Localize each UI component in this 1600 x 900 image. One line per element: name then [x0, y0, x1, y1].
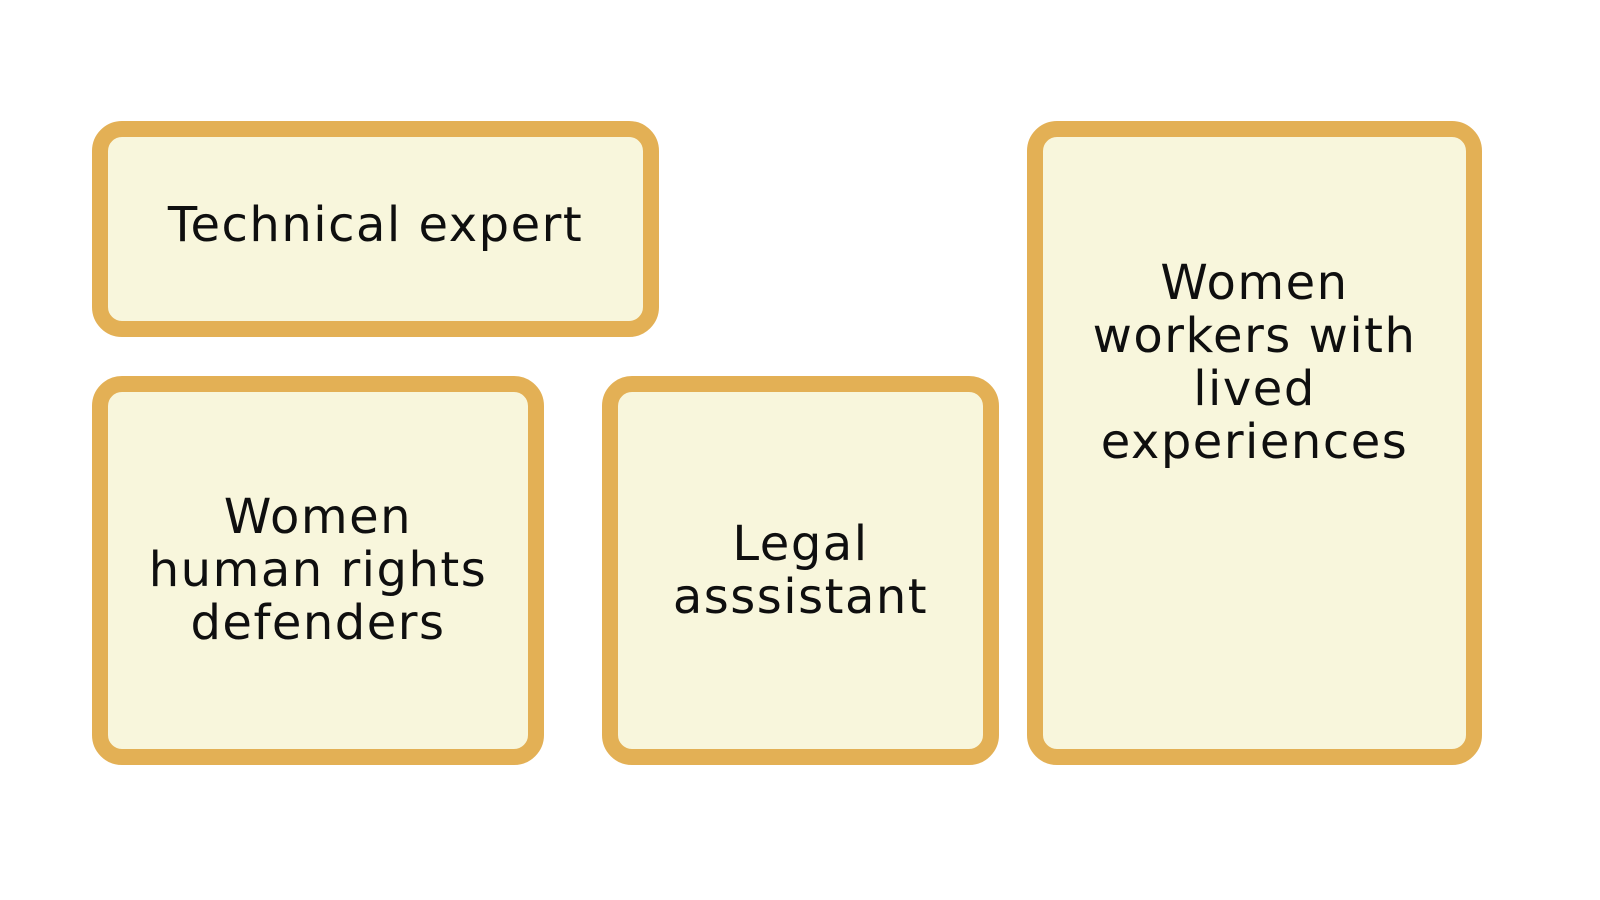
women-workers-card: Women workers with lived experiences — [1027, 121, 1482, 765]
technical-expert-label: Technical expert — [167, 196, 584, 253]
women-human-rights-defenders-card: Women human rights defenders — [92, 376, 544, 765]
women-human-rights-defenders-label: Women human rights defenders — [148, 489, 488, 651]
legal-assistant-card: Legal asssistant — [602, 376, 999, 765]
women-workers-label: Women workers with lived experiences — [1092, 255, 1417, 470]
technical-expert-card: Technical expert — [92, 121, 659, 337]
legal-assistant-label: Legal asssistant — [672, 515, 929, 625]
